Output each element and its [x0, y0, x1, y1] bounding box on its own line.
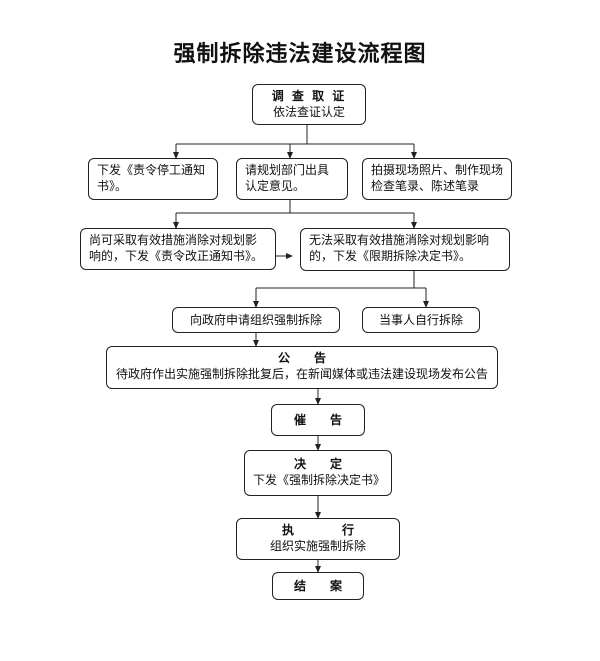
node-urge-head: 催 告 — [293, 413, 342, 427]
node-self-demolish: 当事人自行拆除 — [362, 307, 480, 333]
node-announce-sub: 待政府作出实施强制拆除批复后，在新闻媒体或违法建设现场发布公告 — [115, 367, 488, 381]
page-title: 强制拆除违法建设流程图 — [173, 41, 427, 67]
node-notice-stop-text: 下发《责令停工通知书》。 — [97, 163, 206, 193]
node-planning-opinion-text: 请规划部门出具认定意见。 — [245, 163, 330, 193]
node-investigate: 调 查 取 证 依法查证认定 — [252, 84, 366, 125]
node-announce-head: 公 告 — [277, 351, 326, 365]
node-decide: 决 定 下发《强制拆除决定书》 — [244, 450, 392, 496]
node-execute: 执 行 组织实施强制拆除 — [236, 518, 400, 560]
node-decide-sub: 下发《强制拆除决定书》 — [253, 473, 386, 487]
node-execute-head: 执 行 — [281, 523, 354, 537]
node-apply-gov-text: 向政府申请组织强制拆除 — [189, 313, 322, 327]
node-can-remedy-text: 尚可采取有效措施消除对规划影响的，下发《责令改正通知书》。 — [89, 233, 264, 263]
node-urge: 催 告 — [271, 404, 365, 436]
node-execute-sub: 组织实施强制拆除 — [269, 539, 366, 553]
node-decide-head: 决 定 — [293, 457, 342, 471]
node-close: 结 案 — [272, 572, 364, 600]
node-announce: 公 告 待政府作出实施强制拆除批复后，在新闻媒体或违法建设现场发布公告 — [106, 346, 498, 389]
node-can-remedy: 尚可采取有效措施消除对规划影响的，下发《责令改正通知书》。 — [80, 228, 276, 270]
node-investigate-head: 调 查 取 证 — [271, 89, 347, 103]
node-apply-gov: 向政府申请组织强制拆除 — [172, 307, 340, 333]
node-notice-stop: 下发《责令停工通知书》。 — [88, 158, 218, 200]
node-photo-record-text: 拍摄现场照片、制作现场检查笔录、陈述笔录 — [371, 163, 504, 193]
node-self-demolish-text: 当事人自行拆除 — [378, 313, 463, 327]
node-cannot-remedy: 无法采取有效措施消除对规划影响的，下发《限期拆除决定书》。 — [300, 228, 510, 271]
node-photo-record: 拍摄现场照片、制作现场检查笔录、陈述笔录 — [362, 158, 512, 200]
node-investigate-sub: 依法查证认定 — [272, 105, 345, 119]
node-cannot-remedy-text: 无法采取有效措施消除对规划影响的，下发《限期拆除决定书》。 — [309, 233, 490, 263]
node-close-head: 结 案 — [293, 579, 342, 593]
node-planning-opinion: 请规划部门出具认定意见。 — [236, 158, 348, 200]
